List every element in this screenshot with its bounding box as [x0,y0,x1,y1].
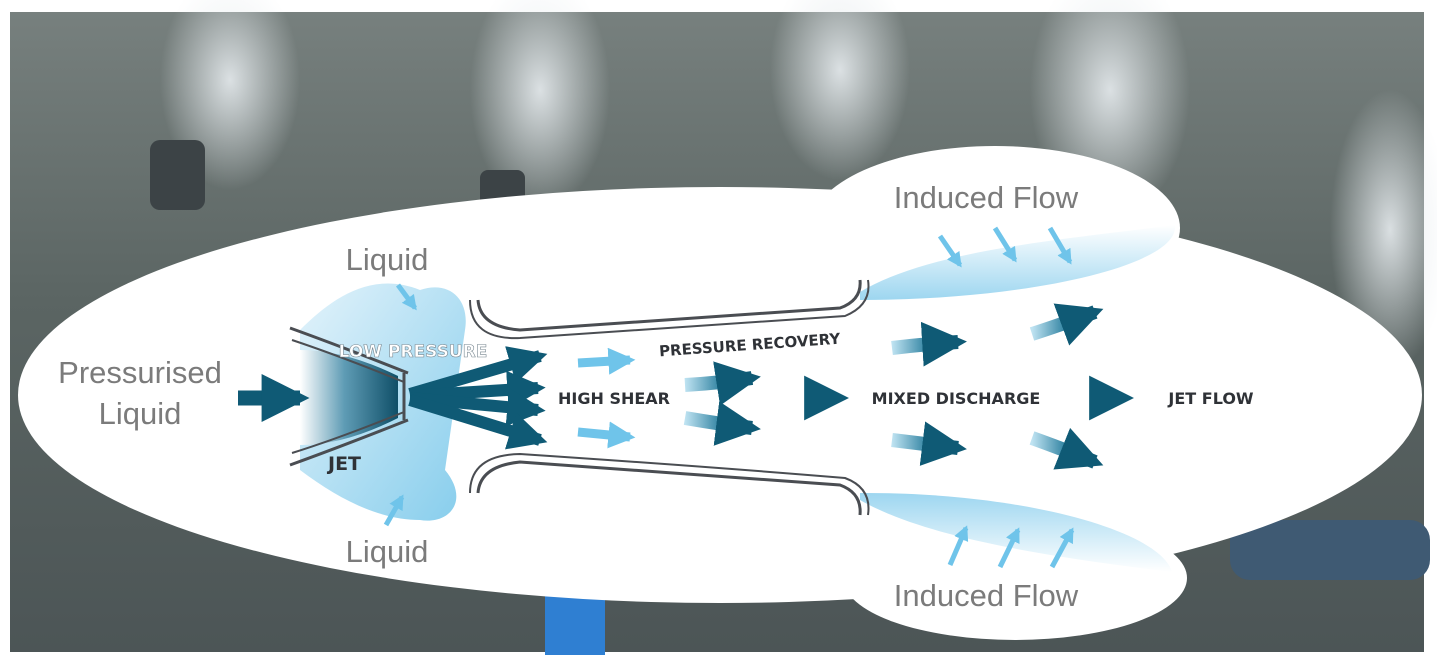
shear-arrow-2 [683,401,761,446]
entrain-arrow-top [577,347,636,375]
low-pressure-label: LOW PRESSURE [339,342,488,362]
flow-arrows-gradient [683,303,1134,470]
discharge-arrow-1 [891,321,967,367]
induced-flow-top-label: Induced Flow [894,180,1079,215]
spread-arrow-2 [1029,427,1104,470]
induced-arrow-bottom-3 [1049,527,1075,569]
shear-arrow-1 [684,361,761,406]
liquid-in-arrow-bottom [383,494,405,527]
jet-label: JET [326,453,361,475]
induced-arrow-top-2 [992,226,1018,263]
nozzle-assembly [289,283,466,521]
high-shear-label: HIGH SHEAR [558,389,670,408]
pressurised-label-line2: Liquid [99,396,182,431]
flow-arrows-light [383,226,1075,569]
jet-arrow-1 [408,346,548,400]
nozzle-body [300,350,398,445]
liquid-top-label: Liquid [346,242,429,277]
diffuser-walls [469,279,870,516]
discharge-arrow-2 [891,421,967,466]
mixed-discharge-label: MIXED DISCHARGE [872,389,1041,408]
jet-flow-label: JET FLOW [1167,389,1254,408]
induced-arrow-top-1 [937,234,963,268]
liquid-in-arrow-top [395,283,418,311]
induced-arrow-top-3 [1047,226,1073,265]
liquid-bottom-label: Liquid [346,534,429,569]
induced-flow-bottom-label: Induced Flow [894,578,1079,613]
flow-arrows-dark [238,346,548,450]
induced-arrow-bottom-1 [947,525,969,566]
pressurised-label-line1: Pressurised [58,355,222,390]
entrain-arrow-bottom [577,421,636,449]
jet-arrow-3 [409,388,546,427]
spread-arrow-1 [1029,303,1104,346]
jet-arrow-4 [408,394,548,450]
induced-arrow-bottom-2 [997,527,1021,569]
